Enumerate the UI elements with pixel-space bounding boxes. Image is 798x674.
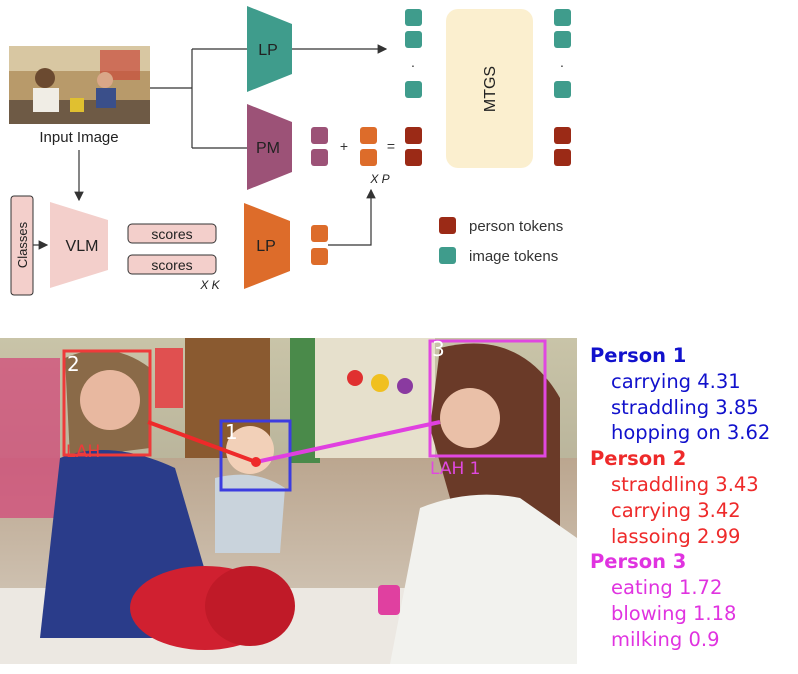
gaze-target-dot xyxy=(251,457,261,467)
legend-image-label: image tokens xyxy=(469,248,558,265)
photo-flower xyxy=(371,374,389,392)
prediction-item: straddling 3.43 xyxy=(611,472,759,496)
predictions-panel: Person 1 carrying 4.31 straddling 3.85 h… xyxy=(590,343,795,653)
vlm-label: VLM xyxy=(66,238,99,255)
person-group: Person 3 eating 1.72 blowing 1.18 milkin… xyxy=(590,549,795,652)
example-photo: 2 LAH 1 3 LAH 1 xyxy=(0,338,577,664)
prediction-item: blowing 1.18 xyxy=(611,601,737,625)
detection-box-person-2 xyxy=(62,349,152,457)
lp-top-module xyxy=(247,6,292,92)
scores-label: scores xyxy=(151,226,192,242)
prediction-item: milking 0.9 xyxy=(611,627,720,651)
detection-id-person-2: 2 xyxy=(67,352,80,376)
pm-module xyxy=(247,104,292,190)
mtgs-module xyxy=(446,9,533,168)
architecture-diagram: Input Image LP PM + = · MTGS · Classes V… xyxy=(9,6,571,296)
pm-token xyxy=(311,127,328,144)
legend-person-label: person tokens xyxy=(469,218,563,235)
pm-label: PM xyxy=(256,140,280,157)
arrow-lp-tokens-to-sum xyxy=(328,188,376,246)
person-heading: Person 3 xyxy=(590,550,687,574)
equals-sign: = xyxy=(387,138,395,154)
lp-top-label: LP xyxy=(258,42,278,59)
scores-box xyxy=(127,254,217,275)
person-group: Person 1 carrying 4.31 straddling 3.85 h… xyxy=(590,343,795,446)
lp-token xyxy=(311,248,328,265)
ellipsis-dot: · xyxy=(411,57,416,73)
detection-tag-person-3: LAH 1 xyxy=(430,459,481,479)
prediction-item: hopping on 3.62 xyxy=(611,421,771,445)
lp-token xyxy=(311,225,328,242)
scores-label: scores xyxy=(151,257,192,273)
person-token xyxy=(554,149,571,166)
legend-person-swatch xyxy=(439,217,456,234)
connector-image-to-branches xyxy=(150,48,247,149)
lp-bottom-label: LP xyxy=(256,238,276,255)
detection-box-person-3 xyxy=(428,339,547,458)
image-token xyxy=(405,9,422,26)
image-token xyxy=(554,81,571,98)
ellipsis-dot: · xyxy=(560,57,565,73)
mtgs-label: MTGS xyxy=(482,66,499,112)
gaze-line-person-2 xyxy=(147,420,257,464)
prediction-item: carrying 4.31 xyxy=(611,369,741,393)
person-heading: Person 1 xyxy=(590,344,687,367)
detection-tag-person-2: LAH xyxy=(66,442,100,462)
person-token xyxy=(554,127,571,144)
detection-id-person-1: 1 xyxy=(225,420,238,444)
photo-baby-body xyxy=(215,474,285,553)
classes-label: Classes xyxy=(15,221,30,268)
person-token xyxy=(405,127,422,144)
photo-cabinet xyxy=(315,338,435,458)
photo-woman-right-body xyxy=(390,494,577,664)
photo-toy xyxy=(155,348,183,408)
prediction-item: lassoing 2.99 xyxy=(611,524,741,548)
plus-sign: + xyxy=(340,138,348,154)
person-token xyxy=(405,149,422,166)
image-token xyxy=(405,81,422,98)
photo-woman-right-face xyxy=(440,388,500,448)
photo-flower xyxy=(347,370,363,386)
lp-token xyxy=(360,149,377,166)
detection-id-person-3: 3 xyxy=(432,338,445,361)
lp-bottom-module xyxy=(244,203,290,289)
photo-toy-shelf xyxy=(0,358,60,518)
prediction-item: straddling 3.85 xyxy=(611,395,759,419)
photo-flower xyxy=(397,378,413,394)
prediction-item: eating 1.72 xyxy=(611,576,723,600)
input-image-label: Input Image xyxy=(39,129,118,146)
photo-red-ball xyxy=(205,566,295,646)
lp-token xyxy=(360,127,377,144)
person-group: Person 2 straddling 3.43 carrying 3.42 l… xyxy=(590,446,795,549)
scores-box xyxy=(127,223,217,244)
legend-image-swatch xyxy=(439,247,456,264)
image-token xyxy=(405,31,422,48)
image-token xyxy=(554,31,571,48)
pm-token xyxy=(311,149,328,166)
photo-woman-left-face xyxy=(80,370,140,430)
image-token xyxy=(554,9,571,26)
photo-sippy-cup xyxy=(378,585,400,615)
input-image-thumbnail xyxy=(9,46,150,124)
times-k-label: X K xyxy=(199,278,220,292)
prediction-item: carrying 3.42 xyxy=(611,498,741,522)
vlm-module xyxy=(50,202,108,288)
gaze-line-person-3 xyxy=(255,420,441,464)
times-p-label: X P xyxy=(369,172,389,186)
person-heading: Person 2 xyxy=(590,447,687,471)
